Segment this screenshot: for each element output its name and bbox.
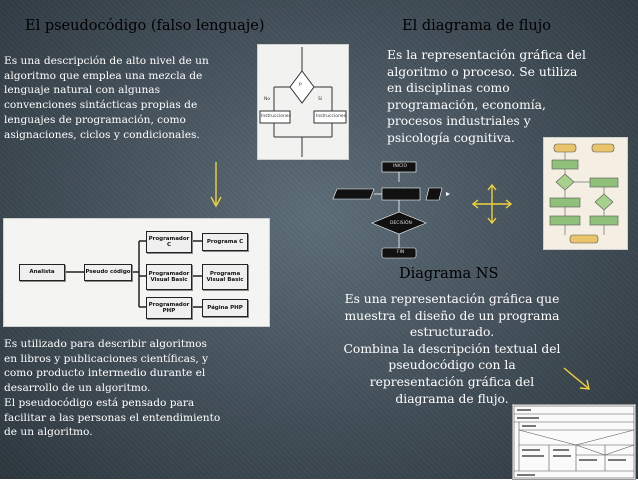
if-decision-label: P — [299, 83, 302, 88]
if-yes-label: Si — [318, 97, 323, 102]
pseudocode-usage-line: El pseudocódigo está pensado para — [4, 396, 195, 409]
pseudocode-usage: Es utilizado para describir algoritmos e… — [4, 337, 220, 440]
pseudocode-usage-line: de un algoritmo. — [4, 426, 93, 439]
pseudocode-usage-line: desarrollo de un algoritmo. — [4, 382, 151, 395]
down-arrow-icon — [210, 162, 222, 208]
diagonal-arrow-icon — [563, 367, 590, 390]
colored-flowchart-panel — [543, 137, 628, 250]
flowchart-description-line: en disciplinas como — [387, 81, 510, 96]
if-right-box-label: Instrucciones — [316, 114, 346, 119]
page-php-box: Página PHP — [202, 299, 248, 317]
four-way-arrow-icon — [471, 183, 513, 225]
flow-start-label: INICIO — [393, 164, 408, 169]
pseudocode-intro-line: convenciones sintácticas propias de — [4, 99, 198, 112]
program-vb-box: Programa Visual Basic — [202, 264, 248, 290]
ns-description-line: muestra el diseño de un programa — [344, 308, 560, 323]
program-c-box: Programa C — [202, 233, 248, 251]
analyst-diagram-panel: Analista Pseudo código Programador C Pro… — [3, 218, 270, 327]
ns-description-line: Es una representación gráfica que — [344, 292, 560, 306]
flow-end-label: FIN — [397, 250, 405, 255]
ns-description: Es una representación gráfica que muestr… — [322, 291, 582, 407]
if-no-label: No — [264, 97, 271, 102]
programmer-php-box: Programador PHP — [146, 297, 192, 319]
ns-title: Diagrama NS — [399, 266, 499, 282]
flowchart-title: El diagrama de flujo — [402, 18, 551, 34]
flowchart-description-line: programación, economía, — [387, 97, 546, 112]
pseudocode-usage-line: como producto intermedio durante el — [4, 367, 206, 380]
pseudocode-intro-line: algoritmo que emplea una mezcla de — [4, 69, 203, 82]
ns-description-line: representación gráfica del — [369, 374, 535, 389]
flowchart-description-line: psicología cognitiva. — [387, 130, 515, 145]
pseudocode-box: Pseudo código — [84, 264, 132, 281]
ns-diagram — [513, 405, 635, 479]
ns-description-line: diagrama de flujo. — [395, 391, 509, 406]
pseudocode-intro-line: lenguajes de programación, como — [4, 113, 186, 126]
programmer-c-box: Programador C — [146, 231, 192, 253]
pseudocode-usage-line: facilitar a las personas el entendimient… — [4, 411, 221, 424]
ns-description-line: Combina la descripción textual del — [343, 341, 561, 356]
pseudocode-intro-line: lenguaje natural con algunas — [4, 84, 161, 97]
if-diagram-panel: P No Si Instrucciones Instrucciones — [257, 44, 349, 160]
ns-description-line: estructurado. — [409, 325, 495, 340]
programmer-vb-box: Programador Visual Basic — [146, 264, 192, 290]
ns-diagram-panel — [512, 404, 636, 480]
flow-decision-label: DECISIÓN — [390, 221, 412, 226]
flow-symbols — [332, 161, 450, 259]
flowchart-description-line: procesos industriales y — [387, 114, 531, 129]
flowchart-description: Es la representación gráfica del algorit… — [387, 47, 586, 147]
pseudocode-intro-line: asignaciones, ciclos y condicionales. — [4, 128, 200, 141]
pseudocode-intro-line: Es una descripción de alto nivel de un — [4, 55, 209, 67]
flowchart-description-line: algoritmo o proceso. Se utiliza — [387, 64, 578, 79]
analyst-box: Analista — [19, 264, 65, 281]
pseudocode-usage-line: Es utilizado para describir algoritmos — [4, 338, 207, 350]
if-diagram — [259, 47, 347, 157]
analyst-diagram-lines — [64, 240, 202, 308]
colored-flowchart — [549, 143, 619, 244]
pseudocode-title: El pseudocódigo (falso lenguaje) — [25, 18, 265, 34]
if-left-box-label: Instrucciones — [261, 114, 291, 119]
pseudocode-usage-line: en libros y publicaciones científicas, y — [4, 352, 209, 365]
flowchart-description-line: Es la representación gráfica del — [387, 48, 586, 62]
pseudocode-intro: Es una descripción de alto nivel de un a… — [4, 54, 209, 142]
ns-description-line: pseudocódigo con la — [388, 358, 516, 373]
